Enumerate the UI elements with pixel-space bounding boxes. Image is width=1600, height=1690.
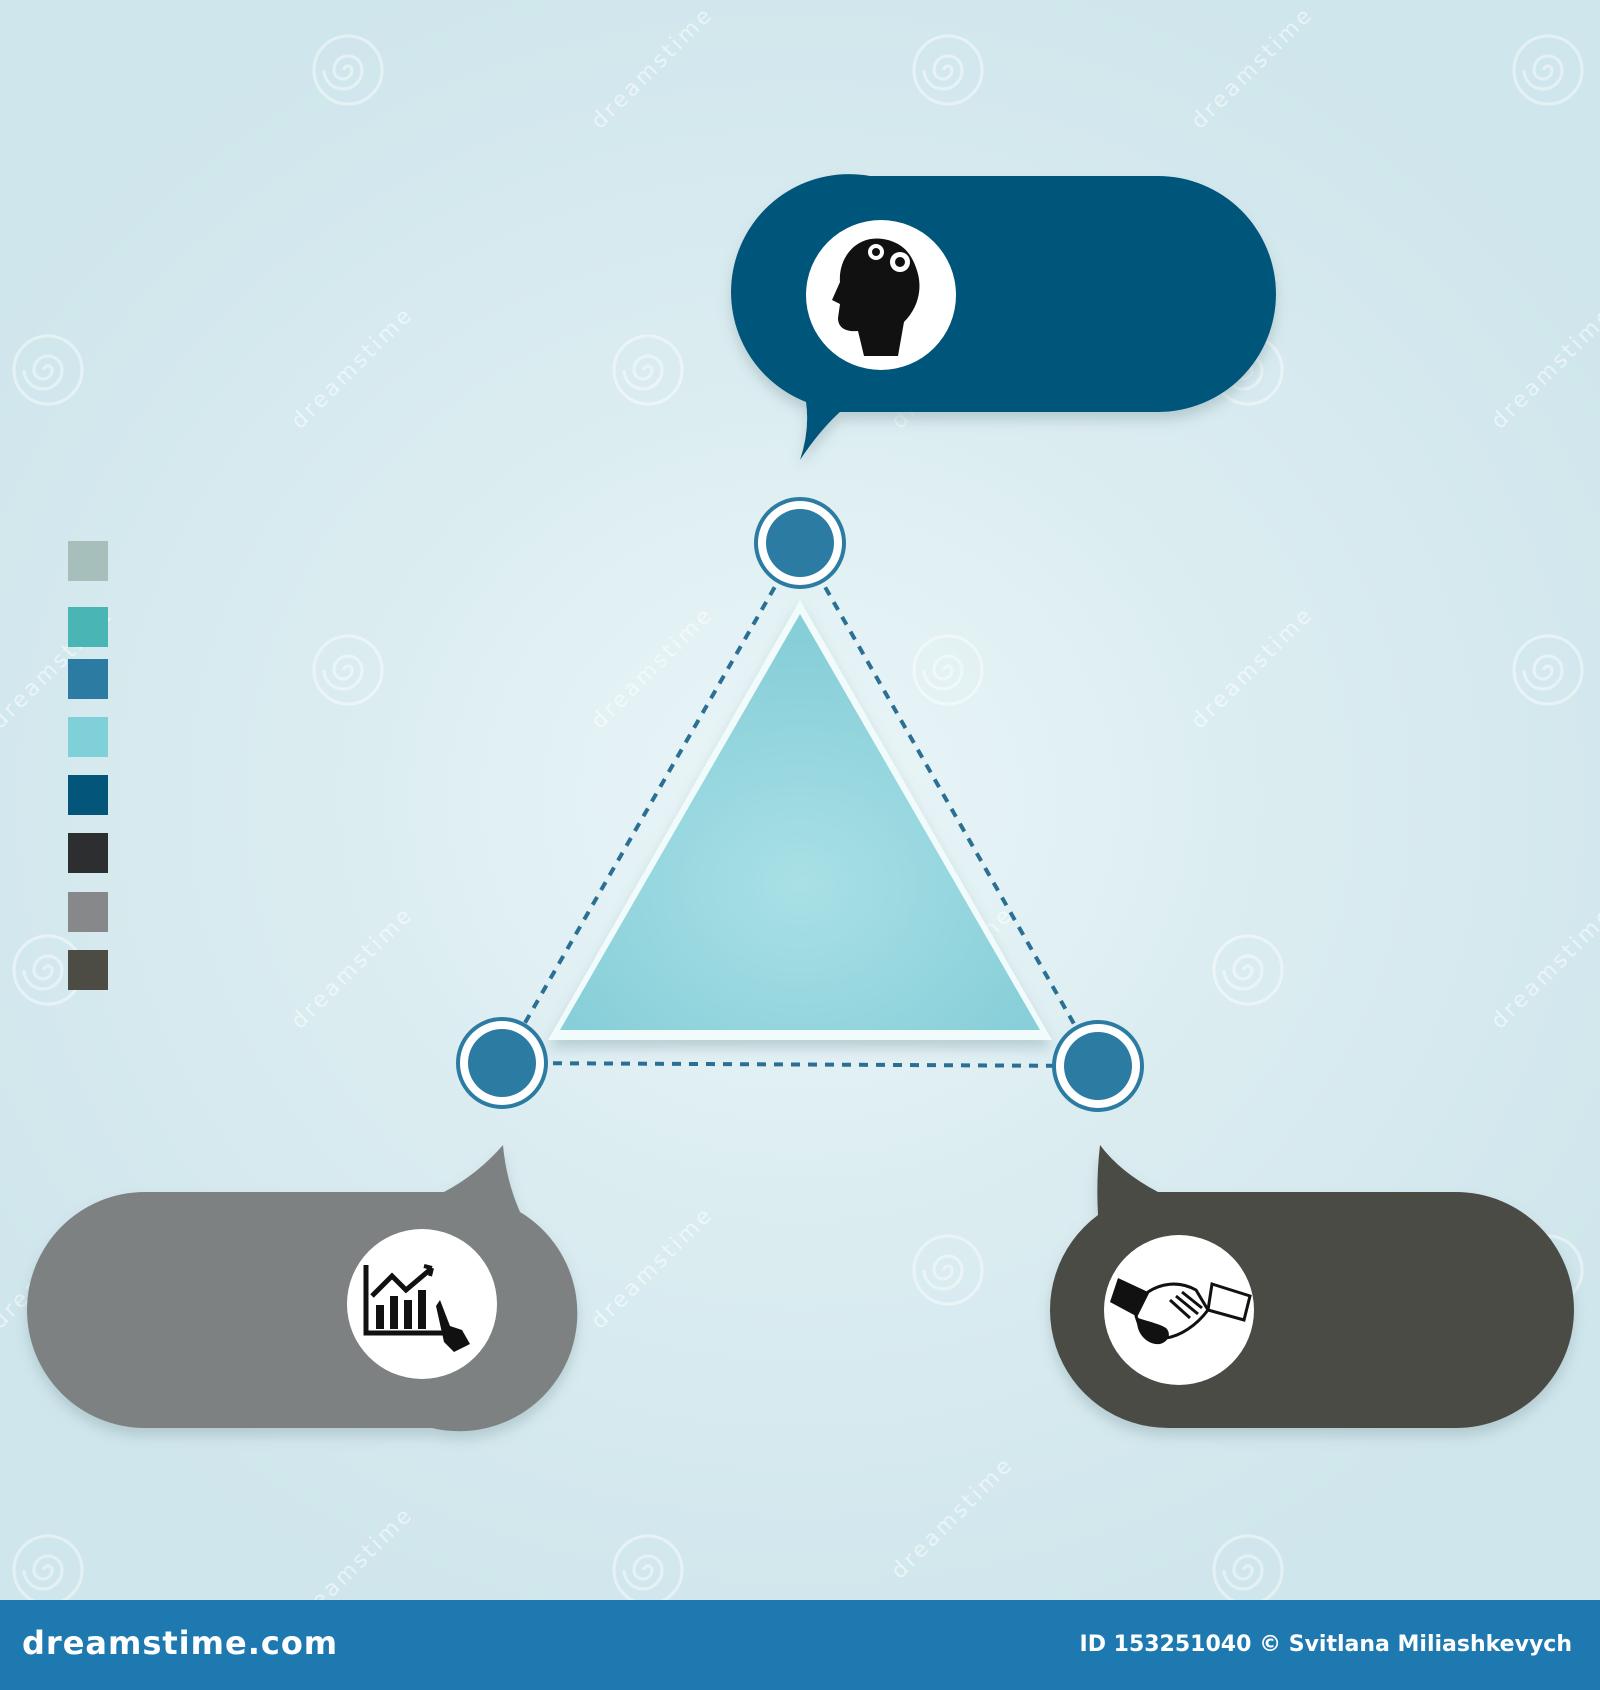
node-left [456,1017,548,1109]
footer-bar: dreamstime.com ID 153251040 © Svitlana M… [0,1600,1600,1690]
node-right [1052,1020,1144,1112]
watermark-text: dreamstime [287,1502,419,1600]
palette-swatch [68,541,108,581]
watermark-spiral [612,1534,684,1600]
watermark-text: dreamstime [1187,602,1319,734]
palette-swatch [68,717,108,757]
handshake-icon [1110,1278,1252,1345]
watermark-text: dreamstime [587,602,719,734]
watermark-spiral [312,34,384,106]
footer-site-name: dreamstime.com [22,1624,339,1662]
head-with-gears-icon [832,238,920,356]
node-top [754,497,846,589]
watermark-spiral [312,634,384,706]
footer-credit: ID 153251040 © Svitlana Miliashkevych [1079,1632,1572,1657]
watermark-spiral [912,1234,984,1306]
watermark-text: dreamstime [287,902,419,1034]
growth-chart-hand-icon [363,1264,470,1352]
triangle-diagram: dreamstime dreamstime dreamstime dreamstime… [12,2,1600,1600]
watermark-spiral [1212,934,1284,1006]
palette-swatch [68,607,108,647]
watermark-spiral [912,634,984,706]
watermark-text: dreamstime [287,302,419,434]
connector-right-edge [798,542,1100,1067]
triangle-shape [560,614,1040,1030]
connector-bottom-edge [501,1061,1099,1068]
watermark-spiral [912,34,984,106]
watermark-text: dreamstime [887,1452,1019,1584]
palette-swatch [68,659,108,699]
palette-swatch [68,775,108,815]
watermark-text: dreamstime [1487,302,1600,434]
palette-swatch [68,892,108,932]
central-triangle [548,600,1052,1040]
watermark-text: dreamstime [1187,2,1319,134]
watermark-spiral [612,334,684,406]
connector-left-edge [500,542,802,1064]
watermark-text: dreamstime [587,1202,719,1334]
watermark-spiral [1512,34,1584,106]
palette-swatch [68,950,108,990]
watermark-spiral [1512,634,1584,706]
palette-swatch [68,833,108,873]
watermark-spiral [12,1534,84,1600]
watermark-text: dreamstime [587,2,719,134]
watermark-text: dreamstime [1487,902,1600,1034]
watermark-spiral [1212,1534,1284,1600]
watermark-spiral [12,334,84,406]
dashed-connectors [500,542,1100,1068]
